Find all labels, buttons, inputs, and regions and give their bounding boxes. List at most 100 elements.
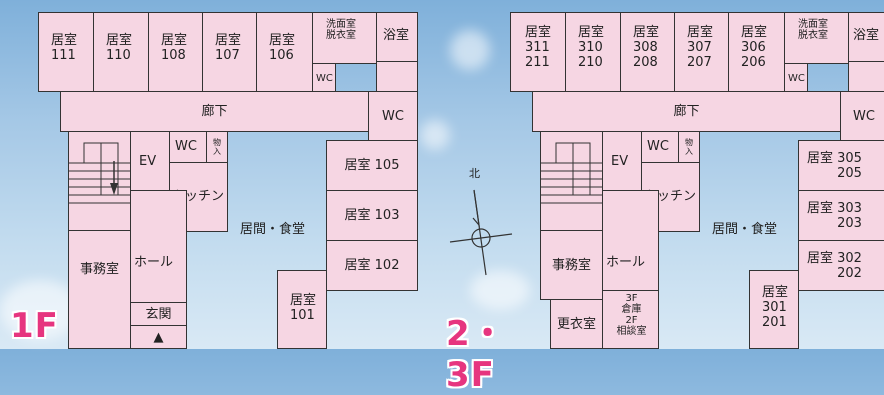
- room-310-210: 居室 310 210: [565, 12, 621, 92]
- room-label: 居室 101: [290, 293, 317, 323]
- wc-label: WC: [853, 108, 875, 124]
- wc-label: WC: [788, 73, 805, 84]
- ev-label: EV: [139, 154, 157, 169]
- room-label: 居室 302 202: [807, 251, 862, 281]
- changing-room-label: 更衣室: [556, 316, 596, 332]
- hall-label: ホール: [134, 255, 174, 270]
- wc-small: WC: [784, 63, 808, 92]
- room-label: 居室 110: [106, 33, 133, 63]
- wc-right: WC: [840, 91, 884, 141]
- corridor-label: 廊下: [673, 104, 700, 119]
- corridor-label: 廊下: [201, 104, 228, 119]
- corridor-right-box: [376, 61, 418, 92]
- room-311-211: 居室 311 211: [510, 12, 566, 92]
- corridor: 廊下: [60, 91, 369, 132]
- office: 事務室: [540, 230, 603, 300]
- ev-label: EV: [611, 154, 629, 169]
- stairs-area: [540, 131, 603, 231]
- background-cloud: [420, 120, 450, 150]
- room-102: 居室 102: [326, 240, 418, 291]
- washroom-label: 洗面室 脱衣室: [326, 19, 356, 41]
- stairs-area: [68, 131, 131, 231]
- washroom: 洗面室 脱衣室: [312, 12, 377, 64]
- floor-label-2-3f: 2・3F: [446, 314, 506, 395]
- bath: 浴室: [376, 12, 418, 62]
- wc-right: WC: [368, 91, 418, 141]
- ev: EV: [130, 131, 170, 191]
- bath: 浴室: [848, 12, 884, 62]
- room-103: 居室 103: [326, 190, 418, 241]
- room-label: 居室 308 208: [633, 25, 660, 70]
- storage-closet: 物 入: [206, 131, 228, 163]
- storage-consult-room: 3F 倉庫 2F 相談室: [602, 290, 659, 349]
- entrance-label: 玄関: [145, 306, 172, 322]
- room-label: 居室 310 210: [578, 25, 605, 70]
- room-label: 居室 108: [161, 33, 188, 63]
- room-106: 居室 106: [256, 12, 313, 92]
- hall: ホール: [130, 190, 187, 303]
- storage-consult-label: 3F 倉庫 2F 相談室: [616, 293, 647, 337]
- corridor-right-box: [848, 61, 884, 92]
- background-cloud: [0, 280, 80, 340]
- room-110: 居室 110: [93, 12, 149, 92]
- stairs-icon: [540, 142, 603, 204]
- room-101: 居室 101: [277, 270, 327, 349]
- wc-label: WC: [382, 108, 404, 124]
- wc-label: WC: [316, 73, 333, 84]
- room-107: 居室 107: [202, 12, 257, 92]
- stairs-icon: [68, 142, 131, 204]
- living-dining-label: 居間・食堂: [240, 222, 306, 237]
- storage-closet: 物 入: [678, 131, 700, 163]
- room-label: 居室 102: [344, 258, 400, 273]
- entrance-arrow-icon: ▲: [153, 329, 164, 345]
- room-label: 居室 103: [344, 208, 400, 223]
- room-label: 居室 305 205: [807, 151, 862, 181]
- room-label: 居室 106: [269, 33, 296, 63]
- corridor: 廊下: [532, 91, 841, 132]
- bath-label: 浴室: [383, 28, 410, 43]
- storage-label: 物 入: [213, 138, 221, 156]
- storage-label: 物 入: [685, 138, 693, 156]
- room-label: 居室 306 206: [741, 25, 768, 70]
- bath-label: 浴室: [853, 28, 880, 43]
- hall: ホール: [602, 190, 659, 291]
- background-cloud: [450, 30, 490, 70]
- room-label: 居室 105: [344, 158, 400, 173]
- office-label: 事務室: [79, 262, 119, 277]
- office: 事務室: [68, 230, 131, 349]
- compass-icon: [449, 189, 513, 276]
- room-308-208: 居室 308 208: [620, 12, 675, 92]
- wc-kitchen: WC: [641, 131, 679, 163]
- ev: EV: [602, 131, 642, 191]
- room-111: 居室 111: [38, 12, 94, 92]
- room-108: 居室 108: [148, 12, 203, 92]
- room-105: 居室 105: [326, 140, 418, 191]
- room-301-201: 居室 301 201: [749, 270, 799, 349]
- office-label: 事務室: [551, 257, 591, 273]
- room-303-203: 居室 303 203: [798, 190, 884, 241]
- room-label: 居室 303 203: [807, 201, 862, 231]
- room-307-207: 居室 307 207: [674, 12, 729, 92]
- room-306-206: 居室 306 206: [728, 12, 785, 92]
- room-label: 居室 111: [51, 33, 78, 63]
- wc-label: WC: [647, 139, 669, 154]
- compass-north-label: 北: [469, 167, 480, 180]
- room-label: 居室 311 211: [525, 25, 552, 70]
- room-label: 居室 107: [215, 33, 242, 63]
- hall-label: ホール: [606, 255, 646, 270]
- room-305-205: 居室 305 205: [798, 140, 884, 191]
- entrance: 玄関: [130, 302, 187, 326]
- entrance-door: ▲: [130, 325, 187, 349]
- washroom-label: 洗面室 脱衣室: [798, 19, 828, 41]
- room-label: 居室 307 207: [687, 25, 714, 70]
- floor-label-1f: 1F: [10, 306, 59, 346]
- living-dining-label: 居間・食堂: [712, 222, 778, 237]
- wc-small: WC: [312, 63, 336, 92]
- changing-room: 更衣室: [550, 299, 603, 349]
- background-cloud: [470, 270, 530, 310]
- room-label: 居室 301 201: [762, 285, 789, 330]
- wc-kitchen: WC: [169, 131, 207, 163]
- washroom: 洗面室 脱衣室: [784, 12, 849, 64]
- wc-label: WC: [175, 139, 197, 154]
- room-302-202: 居室 302 202: [798, 240, 884, 291]
